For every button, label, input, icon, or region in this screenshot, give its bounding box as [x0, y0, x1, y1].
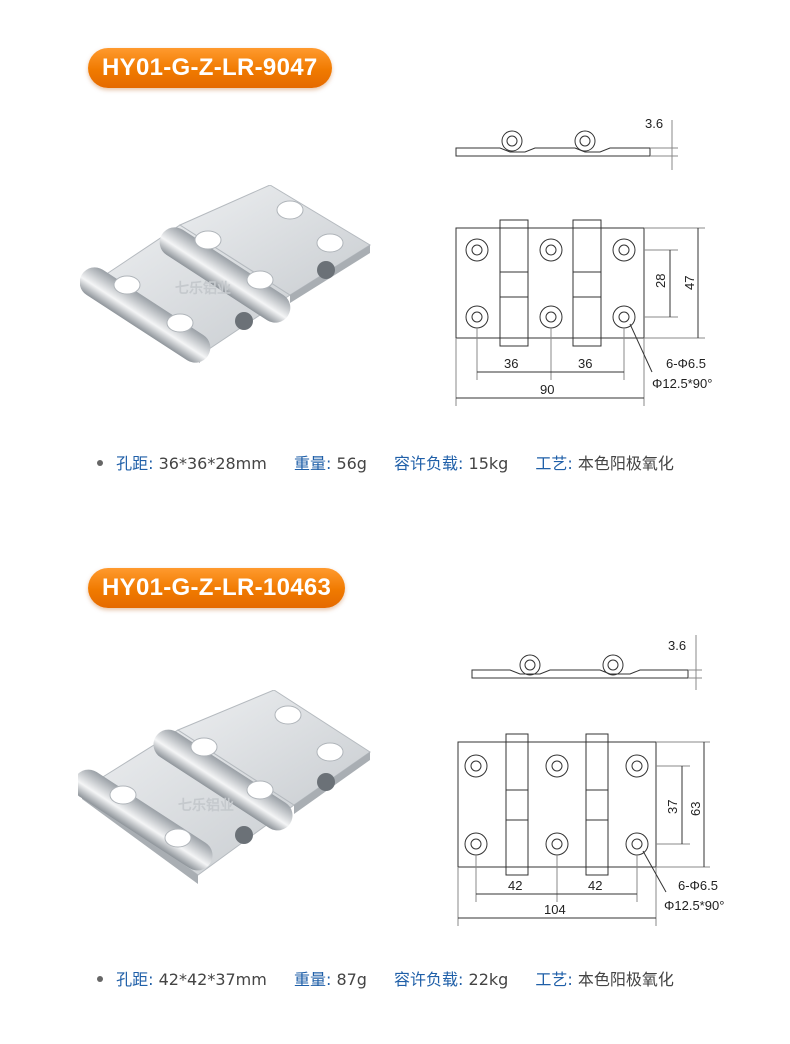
- dim-thickness: 3.6: [668, 638, 686, 653]
- hinge-photo: 七乐铝业: [80, 185, 371, 363]
- front-view: [457, 733, 710, 926]
- dim-width: 90: [540, 382, 554, 397]
- dim-hole-spec: 6-Φ6.5: [678, 878, 718, 893]
- dim-spacing-1: 36: [504, 356, 518, 371]
- bullet-dot: [97, 975, 103, 982]
- spec-label-load: 容许负载:: [394, 970, 464, 989]
- dim-width: 104: [544, 902, 566, 917]
- spec-label-weight: 重量:: [293, 970, 332, 989]
- dim-spacing-2: 42: [588, 878, 602, 893]
- spec-line: 孔距: 36*36*28mm 重量: 56g 容许负载: 15kg 工艺: 本色…: [97, 450, 696, 474]
- spec-value-load: 22kg: [468, 970, 509, 989]
- dim-hole-spacing-v: 28: [653, 274, 668, 288]
- spec-value-weight: 56g: [336, 454, 367, 473]
- spec-value-weight: 87g: [336, 970, 367, 989]
- spec-line: 孔距: 42*42*37mm 重量: 87g 容许负载: 22kg 工艺: 本色…: [97, 966, 696, 990]
- spec-value-spacing: 36*36*28mm: [158, 454, 267, 473]
- spec-value-process: 本色阳极氧化: [577, 454, 674, 473]
- technical-drawing: 3.6 37: [457, 635, 724, 926]
- spec-value-load: 15kg: [468, 454, 509, 473]
- watermark-text: 七乐铝业: [175, 280, 231, 297]
- product-section-2: HY01-G-Z-LR-10463 七乐铝业: [0, 522, 790, 1044]
- side-view: [455, 120, 678, 170]
- model-badge: HY01-G-Z-LR-9047: [88, 48, 332, 88]
- dim-height: 47: [682, 276, 697, 290]
- dim-spacing-2: 36: [578, 356, 592, 371]
- spec-value-spacing: 42*42*37mm: [158, 970, 267, 989]
- front-view: [455, 219, 705, 406]
- watermark-text: 七乐铝业: [178, 797, 234, 814]
- spec-label-load: 容许负载:: [394, 454, 464, 473]
- dim-thickness: 3.6: [645, 116, 663, 131]
- hinge-photo: 七乐铝业: [78, 690, 371, 884]
- bullet-dot: [97, 459, 103, 466]
- spec-label-weight: 重量:: [293, 454, 332, 473]
- technical-drawing: 3.6: [455, 116, 712, 406]
- dim-countersink: Φ12.5*90°: [652, 376, 712, 391]
- spec-label-process: 工艺:: [535, 454, 573, 473]
- dim-height: 63: [688, 802, 703, 816]
- spec-value-process: 本色阳极氧化: [577, 970, 674, 989]
- dim-spacing-1: 42: [508, 878, 522, 893]
- side-view: [471, 635, 702, 690]
- dim-hole-spacing-v: 37: [665, 800, 680, 814]
- spec-label-spacing: 孔距:: [116, 454, 154, 473]
- model-badge: HY01-G-Z-LR-10463: [88, 568, 346, 608]
- spec-label-process: 工艺:: [535, 970, 573, 989]
- dim-hole-spec: 6-Φ6.5: [666, 356, 706, 371]
- spec-label-spacing: 孔距:: [116, 970, 154, 989]
- product-section-1: HY01-G-Z-LR-9047 七乐铝业: [80, 48, 712, 474]
- dim-countersink: Φ12.5*90°: [664, 898, 724, 913]
